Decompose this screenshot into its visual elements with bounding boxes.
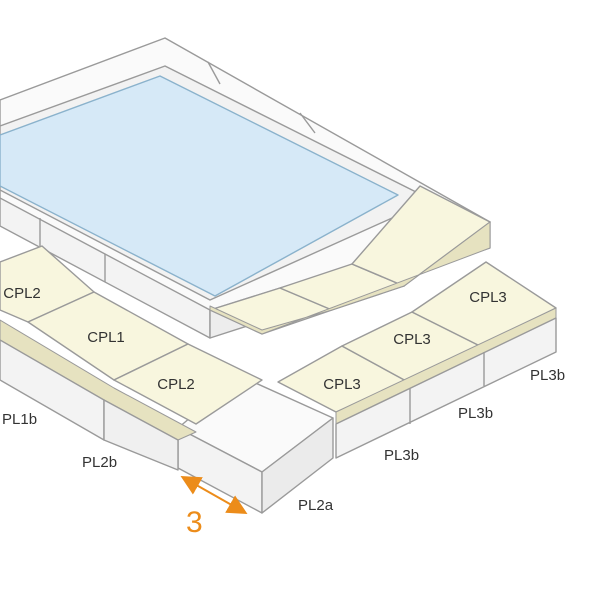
dimension-arrow bbox=[180, 476, 248, 514]
label-pl1b: PL1b bbox=[2, 411, 37, 428]
label-pl2a: PL2a bbox=[298, 497, 334, 514]
label-cpl2-left: CPL2 bbox=[3, 285, 41, 302]
paver-cpl2-front bbox=[113, 343, 263, 425]
step-block-side bbox=[261, 417, 334, 514]
label-pl3b-b: PL3b bbox=[458, 405, 493, 422]
label-pl3b-a: PL3b bbox=[384, 447, 419, 464]
paver-top-edge bbox=[209, 221, 491, 335]
label-pl2b: PL2b bbox=[82, 454, 117, 471]
right-base-pl3b bbox=[335, 317, 557, 459]
pool-water bbox=[0, 75, 399, 297]
label-cpl3-a: CPL3 bbox=[323, 376, 361, 393]
left-base-pl2b bbox=[103, 399, 179, 471]
dimension-value: 3 bbox=[186, 506, 203, 539]
label-cpl3-c: CPL3 bbox=[469, 289, 507, 306]
label-cpl3-b: CPL3 bbox=[393, 331, 431, 348]
label-cpl2-front: CPL2 bbox=[157, 376, 195, 393]
label-pl3b-c: PL3b bbox=[530, 367, 565, 384]
label-cpl1: CPL1 bbox=[87, 329, 125, 346]
